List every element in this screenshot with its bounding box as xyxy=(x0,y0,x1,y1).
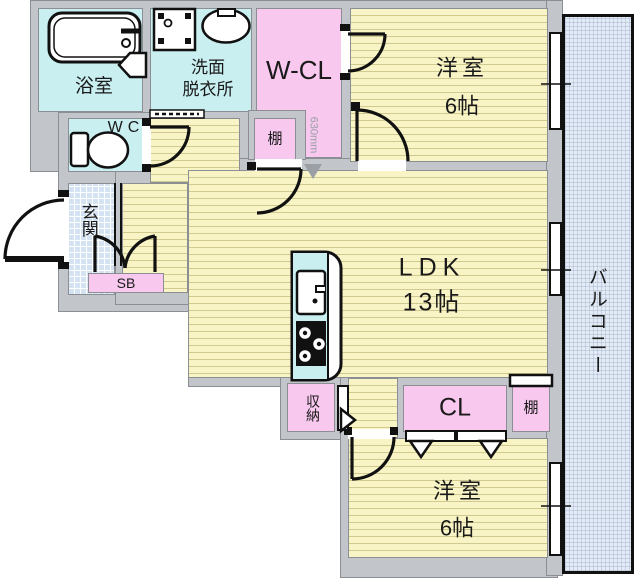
label-shelf-wcl: 棚 xyxy=(267,130,283,148)
label-ldk-size: 13帖 xyxy=(402,288,462,317)
room-ldk-corridor xyxy=(348,378,398,438)
room-shelf-bottom xyxy=(512,385,550,432)
room-shoe-box xyxy=(88,273,164,293)
label-dimension-630mm: 630mm xyxy=(307,116,320,154)
window-bedroom-bottom-icon xyxy=(549,462,562,556)
label-walkin-closet: W-CL xyxy=(266,55,332,86)
label-wc: WC xyxy=(107,118,145,136)
label-balcony: バルコニー xyxy=(585,267,607,377)
room-storage xyxy=(287,383,335,432)
room-bedroom-top xyxy=(350,8,548,162)
room-wcl-shelf xyxy=(254,118,296,160)
room-balcony xyxy=(562,14,634,574)
label-closet-cl: CL xyxy=(439,393,471,422)
label-washroom-line1: 洗面 xyxy=(191,58,225,78)
label-bedroom-bottom-name: 洋室 xyxy=(432,478,486,504)
label-entrance: 玄関 xyxy=(78,203,98,237)
label-bedroom-bottom-size: 6帖 xyxy=(439,515,475,541)
label-bathroom: 浴室 xyxy=(74,76,114,98)
label-shoe-box: SB xyxy=(116,274,136,291)
label-bedroom-top-size: 6帖 xyxy=(444,93,480,119)
room-closet-cl xyxy=(403,385,507,432)
label-washroom-line2: 脱衣所 xyxy=(182,80,234,100)
label-storage: 収納 xyxy=(305,394,322,422)
window-ldk-icon xyxy=(549,222,562,296)
window-bedroom-top-icon xyxy=(549,32,562,130)
label-shelf-bottom: 棚 xyxy=(523,399,539,417)
label-bedroom-top-name: 洋室 xyxy=(435,55,489,81)
room-ldk-main xyxy=(188,170,548,378)
label-ldk-name: LDK xyxy=(398,253,466,282)
